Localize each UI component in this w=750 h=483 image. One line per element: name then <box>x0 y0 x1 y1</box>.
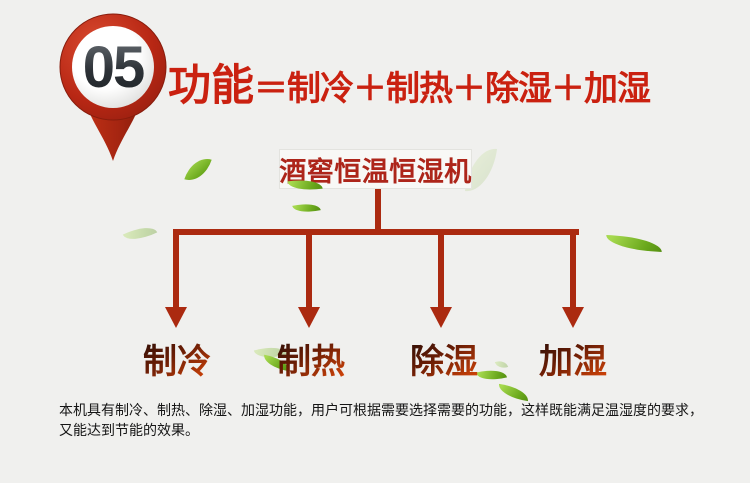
connector-stem <box>375 187 381 231</box>
badge-number: 05 <box>83 35 144 100</box>
arrow-shaft <box>570 229 576 308</box>
connector-horizontal-bar <box>173 229 579 235</box>
branch-label-heating: 制热 <box>277 334 345 383</box>
leaf-icon <box>494 358 509 371</box>
leaf-icon <box>122 220 158 247</box>
description-line-1: 本机具有制冷、制热、除湿、加湿功能，用户可根据需要选择需要的功能，这样既能满足温… <box>59 402 703 418</box>
description-line-2: 又能达到节能的效果。 <box>59 422 199 438</box>
leaf-icon <box>605 235 663 252</box>
branch-label-humidify: 加湿 <box>539 334 607 383</box>
arrow-head-icon <box>430 307 452 328</box>
arrow-shaft <box>173 229 179 308</box>
arrow-head-icon <box>298 307 320 328</box>
leaf-icon <box>497 383 530 402</box>
number-pin-badge: 05 <box>59 13 167 161</box>
section-headline: 功能＝制冷＋制热＋除湿＋加湿 <box>168 51 651 113</box>
leaf-icon <box>292 200 321 216</box>
arrow-shaft <box>438 229 444 308</box>
pin-inner-circle <box>72 26 154 108</box>
branch-label-dehumidify: 除湿 <box>410 334 478 383</box>
leaf-icon <box>184 153 212 186</box>
arrow-head-icon <box>165 307 187 328</box>
arrow-shaft <box>306 229 312 308</box>
leaf-icon <box>475 365 508 385</box>
description-paragraph: 本机具有制冷、制热、除湿、加湿功能，用户可根据需要选择需要的功能，这样既能满足温… <box>59 400 703 440</box>
headline-main: 功能 <box>168 62 254 110</box>
headline-equation: ＝制冷＋制热＋除湿＋加湿 <box>254 70 651 108</box>
arrow-head-icon <box>562 307 584 328</box>
branch-label-cooling: 制冷 <box>143 334 211 383</box>
